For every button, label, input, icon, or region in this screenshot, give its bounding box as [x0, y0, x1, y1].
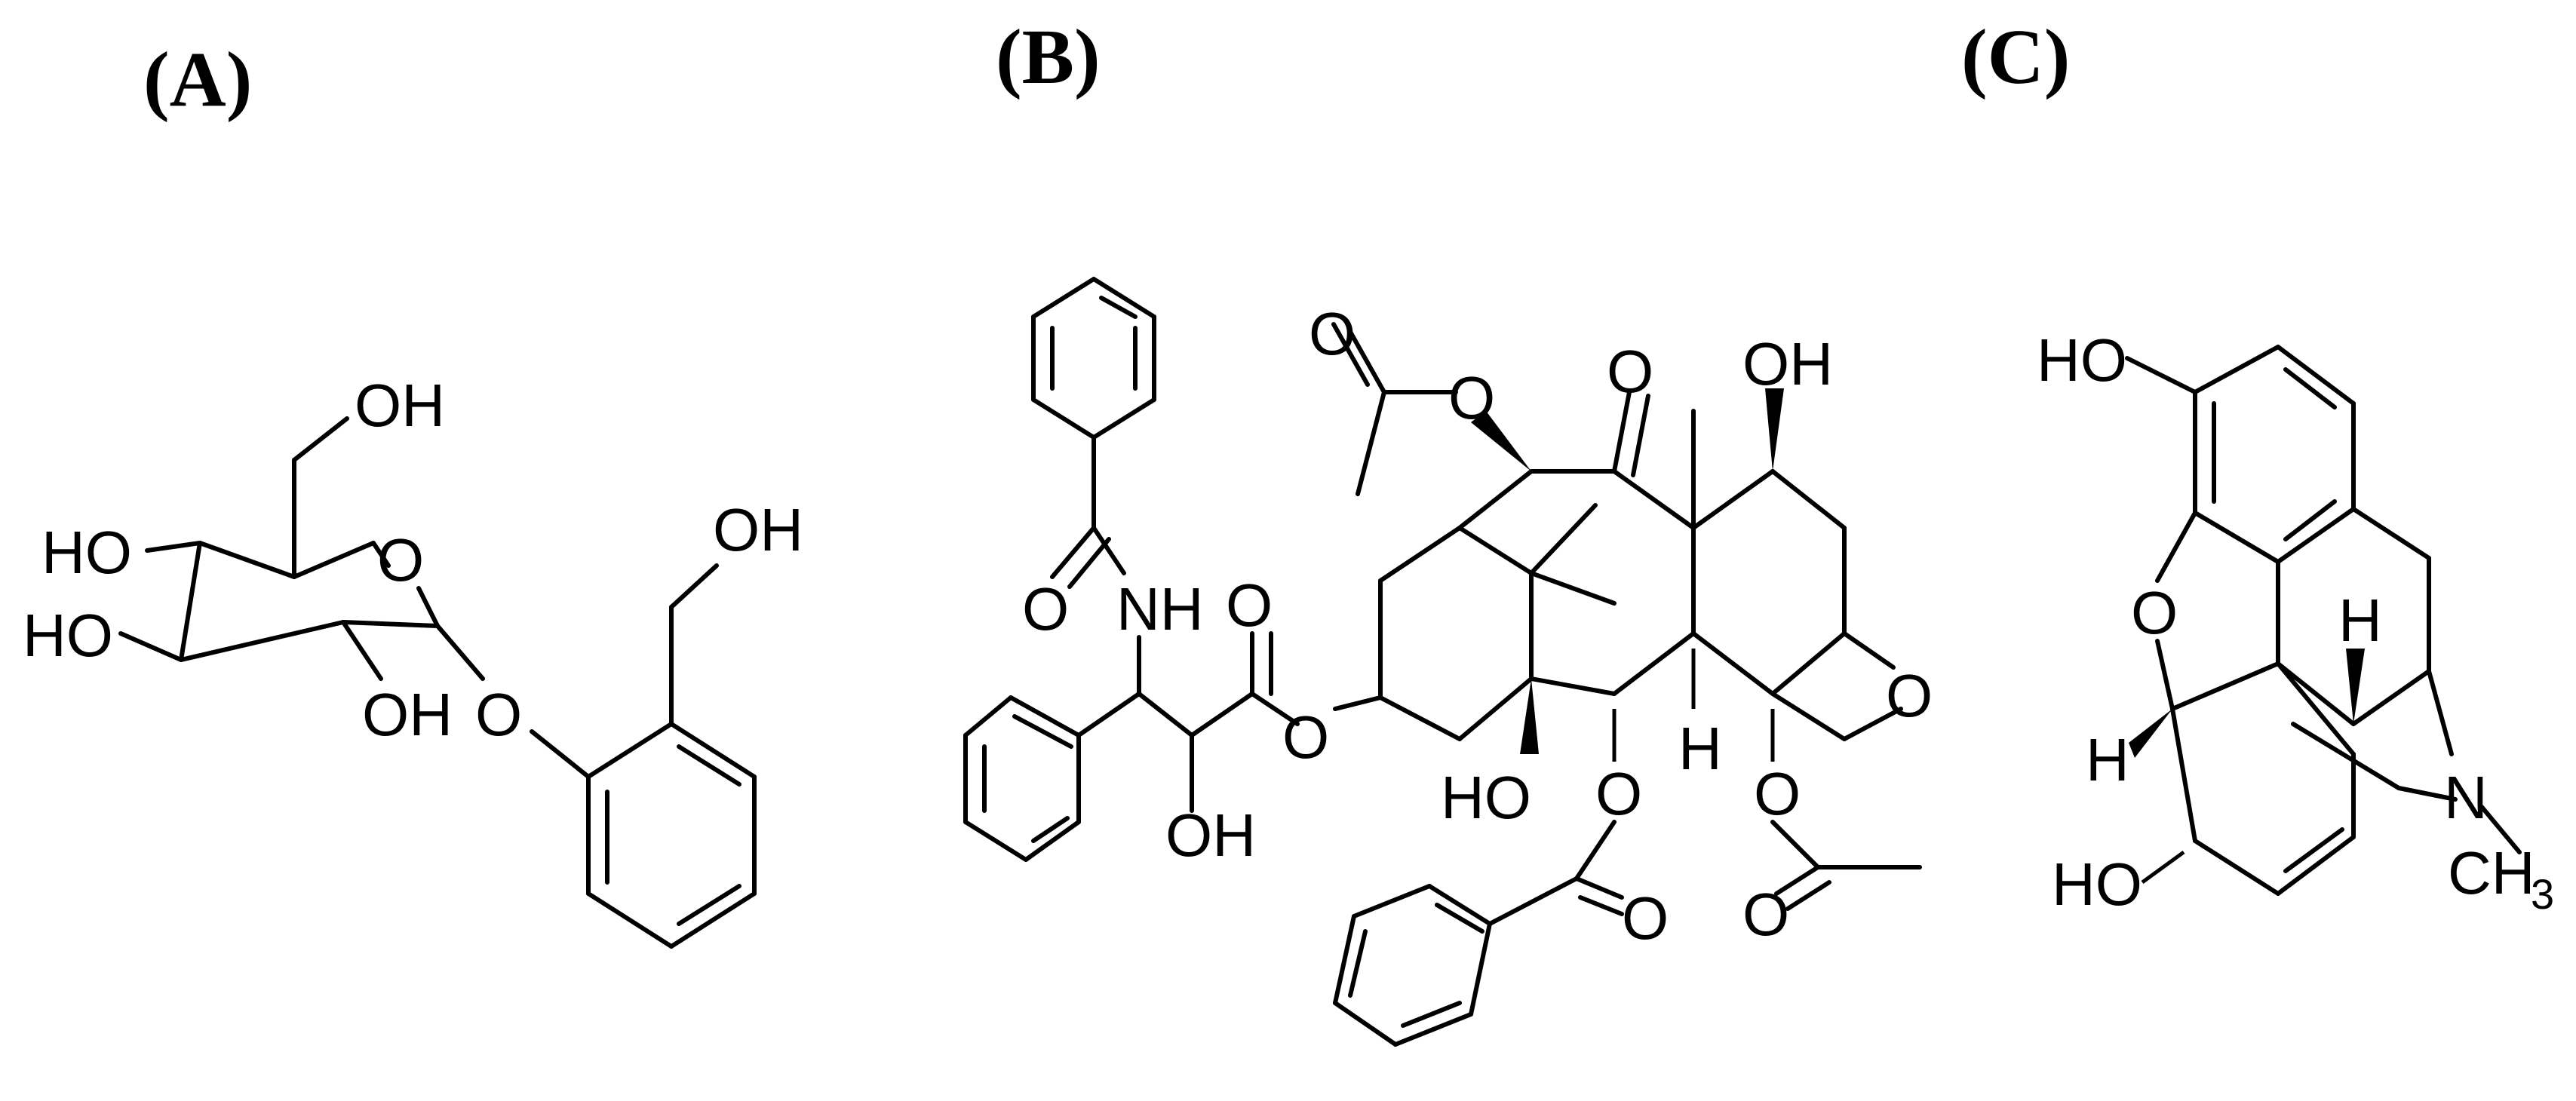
atom-label: O [1607, 338, 1653, 405]
atom-label: OH [1742, 330, 1833, 397]
atom-label: O [1742, 881, 1789, 948]
atom-label: HO [1441, 764, 1531, 831]
atom-label: O [1448, 364, 1495, 431]
atom-label: H [2086, 726, 2129, 793]
atom-label: O [2131, 579, 2178, 646]
atom-label: HO [2052, 851, 2142, 918]
atom-label: O [1886, 662, 1933, 729]
atom-label: O [1309, 300, 1356, 367]
atom-label: OH [355, 372, 445, 439]
atom-label-subscript: 3 [2531, 870, 2554, 918]
atom-label: HO [23, 602, 113, 669]
structure-a: OH HO O HO OH O OH [23, 372, 803, 949]
atom-label: CH [2448, 839, 2535, 906]
atom-label: OH [1165, 802, 1256, 869]
structure-b: O O O OH O NH O O O HO H O O OH O O [963, 277, 1933, 1047]
atom-label: N [2444, 764, 2488, 831]
atom-label: HO [2037, 327, 2127, 394]
atom-label: HO [41, 519, 132, 586]
atom-label: NH [1116, 575, 1204, 643]
atom-label: OH [362, 681, 453, 748]
atom-label: OH [713, 496, 803, 563]
atom-label: H [1678, 715, 1722, 782]
atom-label: O [377, 526, 424, 593]
atom-label: O [1595, 760, 1642, 827]
atom-label: O [1622, 885, 1669, 952]
structure-c: HO O H H N HO CH 3 [2037, 327, 2554, 918]
panel-label-c: (C) [1961, 14, 2070, 100]
atom-label: H [2338, 587, 2382, 654]
panel-label-b: (B) [996, 14, 1101, 100]
panel-label-a: (A) [143, 36, 252, 123]
atom-label: O [1022, 575, 1069, 643]
atom-label: O [1754, 760, 1801, 827]
atom-label: O [1226, 572, 1273, 639]
atom-label: O [1282, 704, 1329, 771]
atom-label: O [475, 681, 522, 748]
